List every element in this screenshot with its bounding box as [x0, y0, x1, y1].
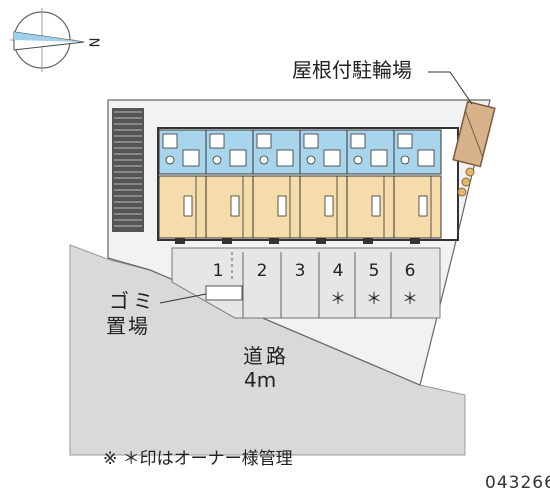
road-area: [69, 244, 466, 456]
unit: [158, 129, 207, 244]
road-label-line1: 道路: [243, 344, 289, 368]
parking-space-number: 6: [405, 261, 416, 281]
unit: [299, 129, 348, 244]
unit: [205, 129, 254, 244]
owner-managed-note: ※ ＊印はオーナー様管理: [103, 449, 293, 469]
bike-icons: [457, 167, 475, 197]
parking-space-number: 3: [295, 261, 306, 281]
owner-mark: ＊: [366, 289, 382, 308]
unit: [252, 129, 301, 244]
unit: [346, 129, 395, 244]
compass-north-label: N: [85, 37, 101, 48]
parking-space: 2: [242, 252, 268, 318]
garbage-label-line2: 置場: [106, 314, 150, 338]
bike-parking-label: 屋根付駐輪場: [292, 58, 412, 82]
unit: [393, 129, 442, 244]
bike-shelter: [452, 100, 496, 168]
parking-space-number: 2: [257, 261, 268, 281]
parking-space: 5＊: [354, 252, 382, 318]
parking-space-number: 4: [333, 261, 344, 281]
parking-space: 3: [280, 252, 306, 318]
compass-rose: [10, 8, 85, 72]
bike-leader-line: [428, 71, 473, 105]
road-width-label: 4m: [244, 368, 277, 392]
stairs: [112, 108, 144, 232]
parking-space: 1: [213, 261, 224, 281]
garbage-leader-line: [159, 293, 207, 304]
owner-mark: ＊: [330, 289, 346, 308]
property-code: 043266: [485, 473, 550, 493]
parking-space: 6＊: [390, 252, 418, 318]
garbage-box: [205, 285, 243, 301]
parking-space-number: 5: [369, 261, 380, 281]
owner-mark: ＊: [402, 289, 418, 308]
parking-space-number: 1: [213, 261, 224, 281]
garbage-label-line1: ゴミ: [109, 289, 157, 313]
parking-space: 4＊: [318, 252, 346, 318]
